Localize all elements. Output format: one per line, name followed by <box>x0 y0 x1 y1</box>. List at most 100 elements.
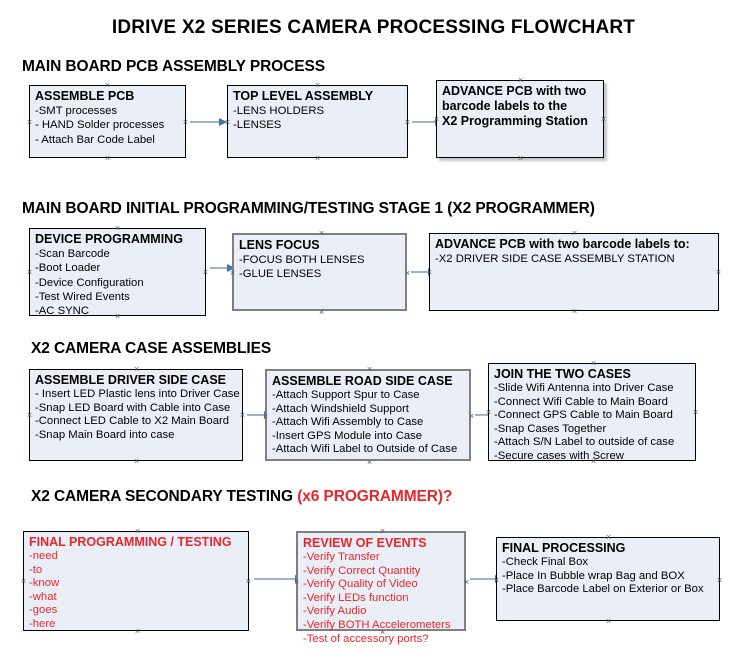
node-line: -Attach Windshield Support <box>272 402 409 415</box>
connector-arrow-device-to-lens <box>210 264 235 272</box>
section-heading-case-assemblies: X2 CAMERA CASE ASSEMBLIES <box>31 340 272 357</box>
resize-handle-left[interactable] <box>262 413 269 420</box>
section-heading-pcb-assembly: MAIN BOARD PCB ASSEMBLY PROCESS <box>22 58 325 75</box>
node-line: -Test Wired Events <box>35 290 130 303</box>
resize-handle-bottom[interactable] <box>318 309 325 316</box>
resize-handle-right[interactable] <box>716 577 723 584</box>
node-title: LENS FOCUS <box>239 238 320 252</box>
resize-handle-right[interactable] <box>404 270 411 277</box>
resize-handle-top[interactable] <box>590 360 597 367</box>
resize-handle-right[interactable] <box>692 409 699 416</box>
resize-handle-bottom[interactable] <box>314 155 321 162</box>
node-line: -Connect Wifi Cable to Main Board <box>494 395 668 408</box>
node-line: -Attach Wifi Assembly to Case <box>272 416 424 429</box>
section-heading-red-text: (x6 PROGRAMMER)? <box>297 488 453 505</box>
resize-handle-right[interactable] <box>715 269 722 276</box>
node-line: -FOCUS BOTH LENSES <box>239 254 365 266</box>
resize-handle-bottom[interactable] <box>104 155 111 162</box>
node-advance-pcb-programming-station[interactable]: ADVANCE PCB with two barcode labels to t… <box>436 80 604 158</box>
node-line: -SMT processes <box>35 105 118 117</box>
resize-handle-top[interactable] <box>133 366 140 373</box>
node-line: -LENS HOLDERS <box>233 105 325 117</box>
resize-handle-left[interactable] <box>229 270 236 277</box>
resize-handle-left[interactable] <box>224 119 231 126</box>
resize-handle-top[interactable] <box>314 82 321 89</box>
resize-handle-right[interactable] <box>468 413 475 420</box>
node-lens-focus[interactable]: LENS FOCUS -FOCUS BOTH LENSES -GLUE LENS… <box>232 233 407 311</box>
node-assemble-driver-side-case[interactable]: ASSEMBLE DRIVER SIDE CASE - Insert LED P… <box>29 369 243 461</box>
resize-handle-top[interactable] <box>379 528 386 535</box>
resize-handle-bottom[interactable] <box>134 628 141 635</box>
node-line: -here <box>29 617 56 630</box>
node-assemble-pcb[interactable]: ASSEMBLE PCB -SMT processes - HAND Solde… <box>29 85 186 158</box>
node-advance-pcb-driver-side[interactable]: ADVANCE PCB with two barcode labels to: … <box>429 233 719 311</box>
resize-handle-bottom[interactable] <box>133 458 140 465</box>
resize-handle-top[interactable] <box>318 230 325 237</box>
node-line: -Attach S/N Label to outside of case <box>494 436 675 449</box>
resize-handle-bottom[interactable] <box>590 458 597 465</box>
node-title: FINAL PROGRAMMING / TESTING <box>29 535 232 549</box>
resize-handle-top[interactable] <box>104 82 111 89</box>
node-line: -Verify Quality of Video <box>303 578 418 591</box>
resize-handle-top[interactable] <box>134 528 141 535</box>
node-line: -goes <box>29 604 58 617</box>
resize-handle-right[interactable] <box>600 116 607 123</box>
resize-handle-left[interactable] <box>26 269 33 276</box>
resize-handle-left[interactable] <box>493 577 500 584</box>
resize-handle-right[interactable] <box>239 412 246 419</box>
node-line: -Verify Audio <box>303 605 367 618</box>
node-title: TOP LEVEL ASSEMBLY <box>233 89 374 103</box>
resize-handle-right[interactable] <box>404 119 411 126</box>
node-title: ASSEMBLE ROAD SIDE CASE <box>272 374 453 388</box>
resize-handle-bottom[interactable] <box>379 629 386 636</box>
resize-handle-bottom[interactable] <box>517 155 524 162</box>
resize-handle-top[interactable] <box>366 366 373 373</box>
resize-handle-bottom[interactable] <box>571 308 578 315</box>
node-top-level-assembly[interactable]: TOP LEVEL ASSEMBLY -LENS HOLDERS -LENSES <box>227 85 408 158</box>
node-line: -Connect GPS Cable to Main Board <box>494 409 673 422</box>
node-line: -Snap Cases Together <box>494 422 607 435</box>
resize-handle-right[interactable] <box>202 269 209 276</box>
connector-arrow-pcb-to-top-level <box>190 118 227 126</box>
resize-handle-top[interactable] <box>114 225 121 232</box>
resize-handle-top[interactable] <box>571 230 578 237</box>
resize-handle-left[interactable] <box>433 116 440 123</box>
node-line: -Snap LED Board with Cable into Case <box>35 401 231 414</box>
node-line: -Device Configuration <box>35 276 144 289</box>
node-line: -Snap Main Board into case <box>35 428 175 441</box>
resize-handle-left[interactable] <box>26 412 33 419</box>
resize-handle-bottom[interactable] <box>605 618 612 625</box>
resize-handle-left[interactable] <box>426 269 433 276</box>
resize-handle-left[interactable] <box>20 578 27 585</box>
resize-handle-bottom[interactable] <box>114 313 121 320</box>
node-title: ADVANCE PCB with two barcode labels to: <box>435 237 690 251</box>
node-line: -Connect LED Cable to X2 Main Board <box>35 415 230 428</box>
node-final-programming-testing[interactable]: FINAL PROGRAMMING / TESTING -need -to -k… <box>23 531 249 631</box>
node-line: - Attach Bar Code Label <box>35 133 155 146</box>
node-assemble-road-side-case[interactable]: ASSEMBLE ROAD SIDE CASE -Attach Support … <box>265 369 471 461</box>
resize-handle-top[interactable] <box>517 77 524 84</box>
resize-handle-right[interactable] <box>245 578 252 585</box>
resize-handle-left[interactable] <box>485 409 492 416</box>
resize-handle-right[interactable] <box>463 579 470 586</box>
resize-handle-bottom[interactable] <box>366 459 373 466</box>
node-title: DEVICE PROGRAMMING <box>35 232 183 246</box>
node-review-of-events[interactable]: REVIEW OF EVENTS -Verify Transfer -Verif… <box>293 528 466 645</box>
node-line: -Insert GPS Module into Case <box>272 429 423 442</box>
resize-handle-left[interactable] <box>293 579 300 586</box>
section-heading-text: X2 CAMERA SECONDARY TESTING <box>31 488 298 505</box>
node-line: X2 Programming Station <box>442 114 588 128</box>
resize-handle-top[interactable] <box>605 534 612 541</box>
node-line: - Insert LED Plastic lens into Driver Ca… <box>35 388 240 400</box>
node-line: -Verify LEDs function <box>303 591 409 604</box>
resize-handle-right[interactable] <box>182 119 189 126</box>
node-join-the-two-cases[interactable]: JOIN THE TWO CASES -Slide Wifi Antenna i… <box>485 360 699 462</box>
node-final-processing[interactable]: FINAL PROCESSING -Check Final Box -Place… <box>496 537 720 621</box>
connector-arrow-final-prog-to-review <box>254 575 303 583</box>
node-line: -what <box>29 590 57 603</box>
node-line: -Scan Barcode <box>35 248 110 260</box>
resize-handle-left[interactable] <box>26 119 33 126</box>
node-line: -Place In Bubble wrap Bag and BOX <box>502 569 685 582</box>
node-device-programming[interactable]: DEVICE PROGRAMMING -Scan Barcode -Boot L… <box>26 225 209 317</box>
